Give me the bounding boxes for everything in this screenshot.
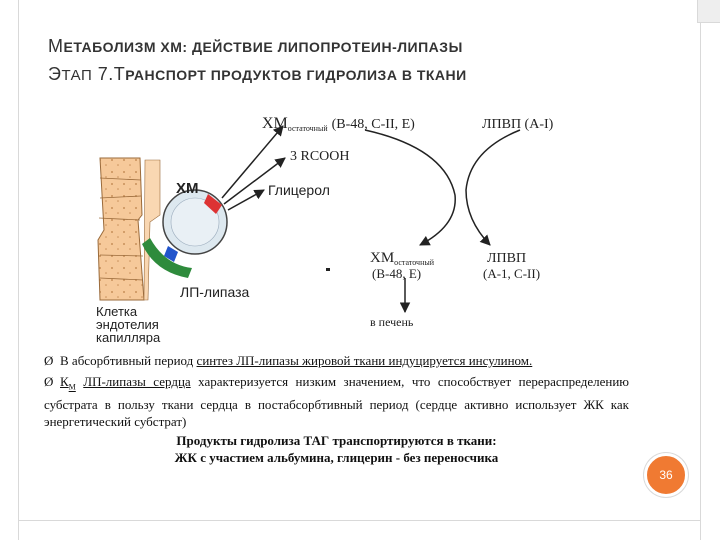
slide-corner-decoration (697, 0, 720, 23)
cell-label-line2: эндотелия (96, 317, 159, 332)
hm-label: ХМ (176, 180, 199, 197)
hm-residual-top-sub: остаточный (288, 124, 329, 133)
km-text-rest: характеризуется низким значением, что сп… (44, 374, 630, 429)
hm-residual-bottom-label: ХМ (370, 250, 394, 266)
to-liver-label: в печень (370, 315, 414, 329)
hdl-bottom-label: ЛПВП (487, 251, 526, 266)
hm-residual-bottom-sub: остаточный (394, 258, 435, 267)
hdl-top-label: ЛПВП (A-I) (482, 117, 554, 132)
subtitle-initial-2: Т (113, 64, 126, 84)
slide-border-bottom (18, 520, 701, 521)
glycerol-label: Глицерол (268, 182, 330, 198)
lp-lipase-label: ЛП-липаза (180, 284, 250, 300)
apo-e-marker (164, 246, 178, 262)
transport-summary-line2: ЖК с участием альбумина, глицерин - без … (174, 450, 499, 465)
title-initial: М (48, 36, 64, 56)
lp-lipase-enzyme (142, 238, 192, 278)
insulin-text-lead: В абсорбтивный период (60, 353, 197, 368)
bullet-arrow-icon: Ø (44, 374, 54, 389)
hm-residual-top-apo: (B-48, C-II, E) (332, 117, 416, 132)
slide-border-right (700, 0, 701, 540)
svg-text:ХМостаточный: ХМостаточный (370, 250, 435, 267)
transport-summary: Продукты гидролиза ТАГ транспортируются … (44, 432, 629, 466)
km-symbol: К (60, 374, 69, 389)
hm-residual-top-label: ХМ (262, 115, 288, 132)
km-subscript: М (68, 382, 76, 392)
slide-title-line1: МЕТАБОЛИЗМ ХМ: ДЕЙСТВИЕ ЛИПОПРОТЕИН-ЛИПА… (48, 36, 463, 57)
subtitle-rest: РАНСПОРТ ПРОДУКТОВ ГИДРОЛИЗА В ТКАНИ (125, 67, 467, 83)
svg-text:ХМостаточный(B-48, C-II, E): ХМостаточный(B-48, C-II, E) (262, 115, 415, 133)
hm-residual-bottom-apo: (B-48, E) (372, 266, 421, 281)
insulin-text-underlined: синтез ЛП-липазы жировой ткани индуцируе… (196, 353, 533, 368)
subtitle-initial: Э (48, 64, 62, 84)
subtitle-stage-number: 7. (92, 64, 114, 84)
rcooh-label: 3 RCOOH (290, 149, 350, 164)
subtitle-stage-word: ТАП (61, 67, 93, 84)
page-number-badge: 36 (644, 453, 688, 497)
slide-border-left (18, 0, 19, 540)
bullet-arrow-icon: Ø (44, 353, 54, 368)
heart-lipase-underlined: ЛП-липазы сердца (83, 374, 191, 389)
chylomicron-particle (142, 189, 228, 278)
cell-label-line1: Клетка (96, 304, 138, 319)
endothelial-cell (97, 157, 161, 301)
bullet-line-insulin: Ø В абсорбтивный период синтез ЛП-липазы … (44, 352, 629, 369)
title-rest: ЕТАБОЛИЗМ ХМ: ДЕЙСТВИЕ ЛИПОПРОТЕИН-ЛИПАЗ… (63, 39, 463, 55)
transport-summary-line1: Продукты гидролиза ТАГ транспортируются … (176, 433, 497, 448)
slide-title-line2: ЭТАП 7.ТРАНСПОРТ ПРОДУКТОВ ГИДРОЛИЗА В Т… (48, 64, 467, 85)
apo-c2-marker (204, 194, 222, 214)
hdl-bottom-apo: (A-1, C-II) (483, 266, 540, 281)
cell-label-line3: капилляра (96, 330, 161, 345)
